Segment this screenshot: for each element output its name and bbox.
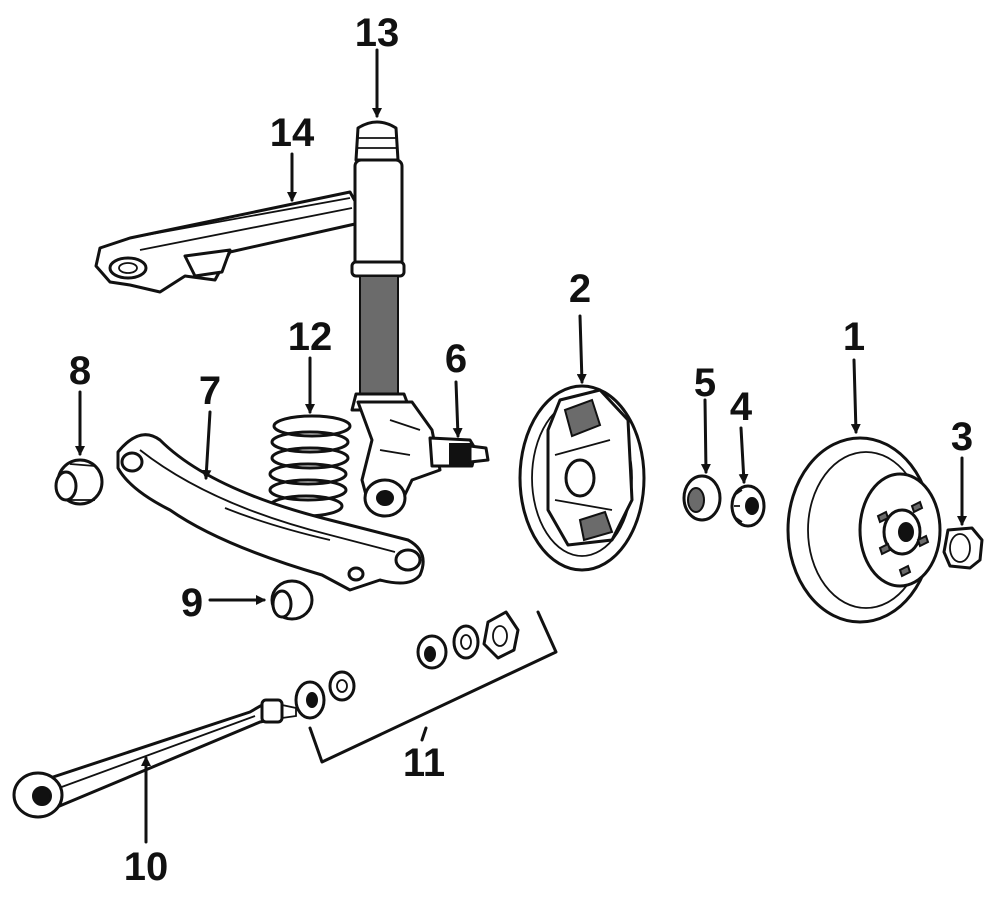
- callout-12: 12: [288, 315, 333, 359]
- callout-10: 10: [124, 845, 169, 889]
- callout-4: 4: [730, 385, 753, 429]
- callout-11: 11: [403, 741, 445, 785]
- leader-2: [576, 314, 587, 384]
- bushing-8-part: [54, 458, 104, 506]
- link-hardware-part: [294, 610, 558, 764]
- callout-6: 6: [445, 337, 467, 381]
- crossmember-part: [94, 190, 362, 294]
- lug-nut-part: [942, 526, 984, 570]
- lateral-link-part: [12, 698, 297, 819]
- leader-7: [201, 410, 212, 480]
- coil-spring-part: [268, 414, 352, 518]
- shock-absorber-part: [350, 120, 412, 412]
- callout-14: 14: [270, 111, 315, 155]
- callout-2: 2: [569, 267, 591, 311]
- seal-part: [682, 474, 722, 522]
- knuckle-part: [356, 400, 490, 518]
- trailing-arm-part: [116, 433, 425, 592]
- callout-3: 3: [951, 415, 973, 459]
- bushing-9-part: [270, 579, 314, 621]
- leader-4: [738, 426, 749, 484]
- bearing-part: [730, 484, 766, 528]
- callout-7: 7: [199, 369, 221, 413]
- leader-5: [700, 398, 711, 474]
- leader-6: [452, 380, 463, 438]
- callout-labels: 1 2 3 4 5 6 7 8 9 10 11 12 13 14: [69, 11, 973, 889]
- callout-9: 9: [181, 581, 203, 625]
- leader-1: [850, 358, 861, 434]
- leader-lines: [75, 48, 967, 844]
- callout-13: 13: [355, 11, 400, 55]
- backing-plate-part: [518, 384, 646, 572]
- callout-8: 8: [69, 349, 91, 393]
- brake-drum-part: [786, 436, 942, 624]
- callout-5: 5: [694, 361, 716, 405]
- callout-1: 1: [843, 315, 865, 359]
